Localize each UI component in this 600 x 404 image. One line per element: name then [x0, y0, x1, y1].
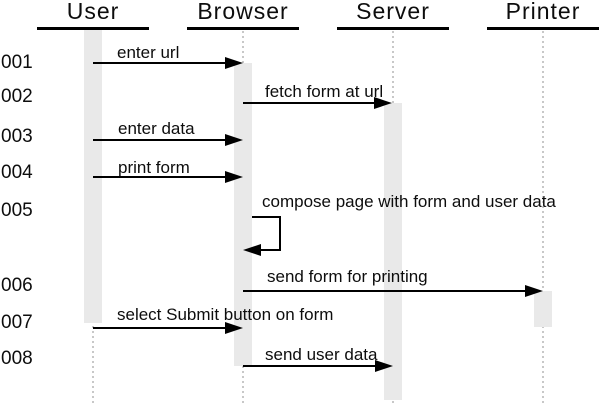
message-send-form-print: send form for printing	[267, 267, 428, 286]
self-call-bottom-line	[259, 249, 281, 251]
activation-printer	[534, 291, 552, 327]
arrow-001-head	[225, 56, 243, 69]
self-call-head	[243, 243, 261, 256]
message-enter-url: enter url	[117, 43, 180, 62]
actor-server: Server	[356, 0, 430, 24]
message-send-user-data: send user data	[265, 345, 378, 364]
lifeline-printer	[542, 31, 544, 404]
arrow-003-line	[93, 139, 231, 141]
arrow-006-head	[525, 284, 543, 297]
arrow-003-head	[225, 133, 243, 146]
message-print-form: print form	[118, 158, 190, 177]
actor-printer: Printer	[505, 0, 581, 24]
message-compose-page: compose page with form and user data	[262, 192, 556, 211]
actor-user: User	[66, 0, 120, 24]
arrow-007-line	[93, 327, 231, 329]
step-number-002: 002	[1, 86, 33, 107]
arrow-008-head	[375, 359, 393, 372]
arrow-002-line	[243, 102, 382, 104]
arrow-004-line	[93, 176, 231, 178]
step-number-004: 004	[1, 162, 33, 183]
message-select-submit: select Submit button on form	[117, 305, 334, 324]
step-number-001: 001	[1, 52, 33, 73]
arrow-007-head	[225, 321, 243, 334]
actor-underline-browser	[187, 27, 299, 30]
actor-browser: Browser	[197, 0, 289, 24]
actor-underline-printer	[487, 27, 599, 30]
arrow-006-line	[243, 290, 532, 292]
message-enter-data: enter data	[118, 119, 195, 138]
step-number-003: 003	[1, 126, 33, 147]
actor-underline-user	[37, 27, 149, 30]
self-call-top-line	[252, 216, 281, 218]
step-number-008: 008	[1, 348, 33, 369]
message-fetch-form: fetch form at url	[265, 82, 384, 101]
actor-underline-server	[337, 27, 449, 30]
step-number-005: 005	[1, 200, 33, 221]
step-number-006: 006	[1, 275, 33, 296]
arrow-002-head	[374, 96, 392, 109]
step-number-007: 007	[1, 312, 33, 333]
self-call-right-line	[279, 216, 281, 251]
arrow-001-line	[93, 62, 231, 64]
arrow-004-head	[225, 170, 243, 183]
activation-server	[384, 103, 402, 400]
arrow-008-line	[243, 365, 383, 367]
